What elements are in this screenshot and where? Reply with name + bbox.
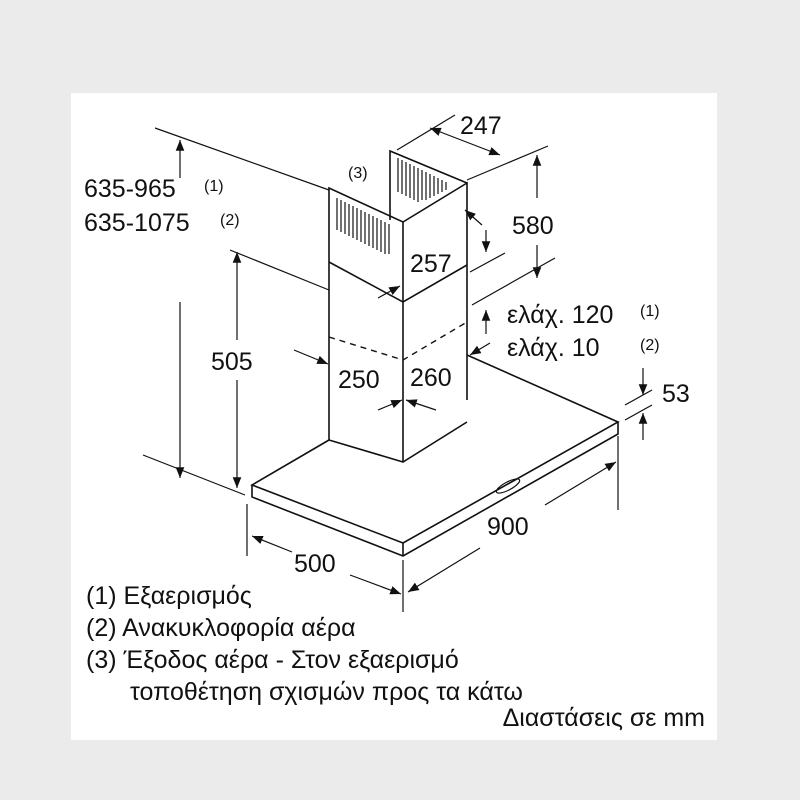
lower-chimney bbox=[328, 262, 468, 463]
label-247: 247 bbox=[460, 112, 502, 140]
label-500: 500 bbox=[294, 550, 336, 578]
note-1: (1) bbox=[204, 178, 224, 195]
upper-chimney bbox=[328, 149, 468, 303]
units-note: Διαστάσεις σε mm bbox=[502, 704, 705, 732]
note-min-recirc: (2) bbox=[640, 337, 660, 354]
diagram-panel bbox=[71, 93, 717, 740]
label-outlet: (3) bbox=[348, 165, 368, 182]
note-min-vent: (1) bbox=[640, 303, 660, 320]
legend-item-1: (1) Εξαερισμός bbox=[86, 582, 252, 610]
legend-item-3: (3) Έξοδος αέρα - Στον εξαερισμό bbox=[86, 646, 459, 674]
legend-item-2: (2) Ανακυκλοφορία αέρα bbox=[86, 614, 356, 642]
label-min-recirc: ελάχ. 10 bbox=[507, 334, 600, 362]
label-260: 260 bbox=[410, 364, 452, 392]
label-580: 580 bbox=[512, 212, 554, 240]
label-900: 900 bbox=[487, 513, 529, 541]
label-250: 250 bbox=[338, 366, 380, 394]
label-257: 257 bbox=[410, 250, 452, 278]
hood-canopy bbox=[250, 354, 620, 557]
label-505: 505 bbox=[211, 348, 253, 376]
dimension-lines bbox=[142, 114, 653, 612]
vent-slots-front bbox=[336, 198, 390, 254]
label-min-vent: ελάχ. 120 bbox=[507, 301, 613, 329]
vent-slots-rear bbox=[397, 158, 447, 202]
control-panel-icon bbox=[495, 478, 521, 494]
label-height-vent: 635-965 bbox=[84, 175, 176, 203]
label-53: 53 bbox=[662, 380, 690, 408]
label-height-recirc: 635-1075 bbox=[84, 209, 190, 237]
legend-item-3-cont: τοποθέτηση σχισμών προς τα κάτω bbox=[130, 678, 523, 706]
note-2: (2) bbox=[220, 212, 240, 229]
